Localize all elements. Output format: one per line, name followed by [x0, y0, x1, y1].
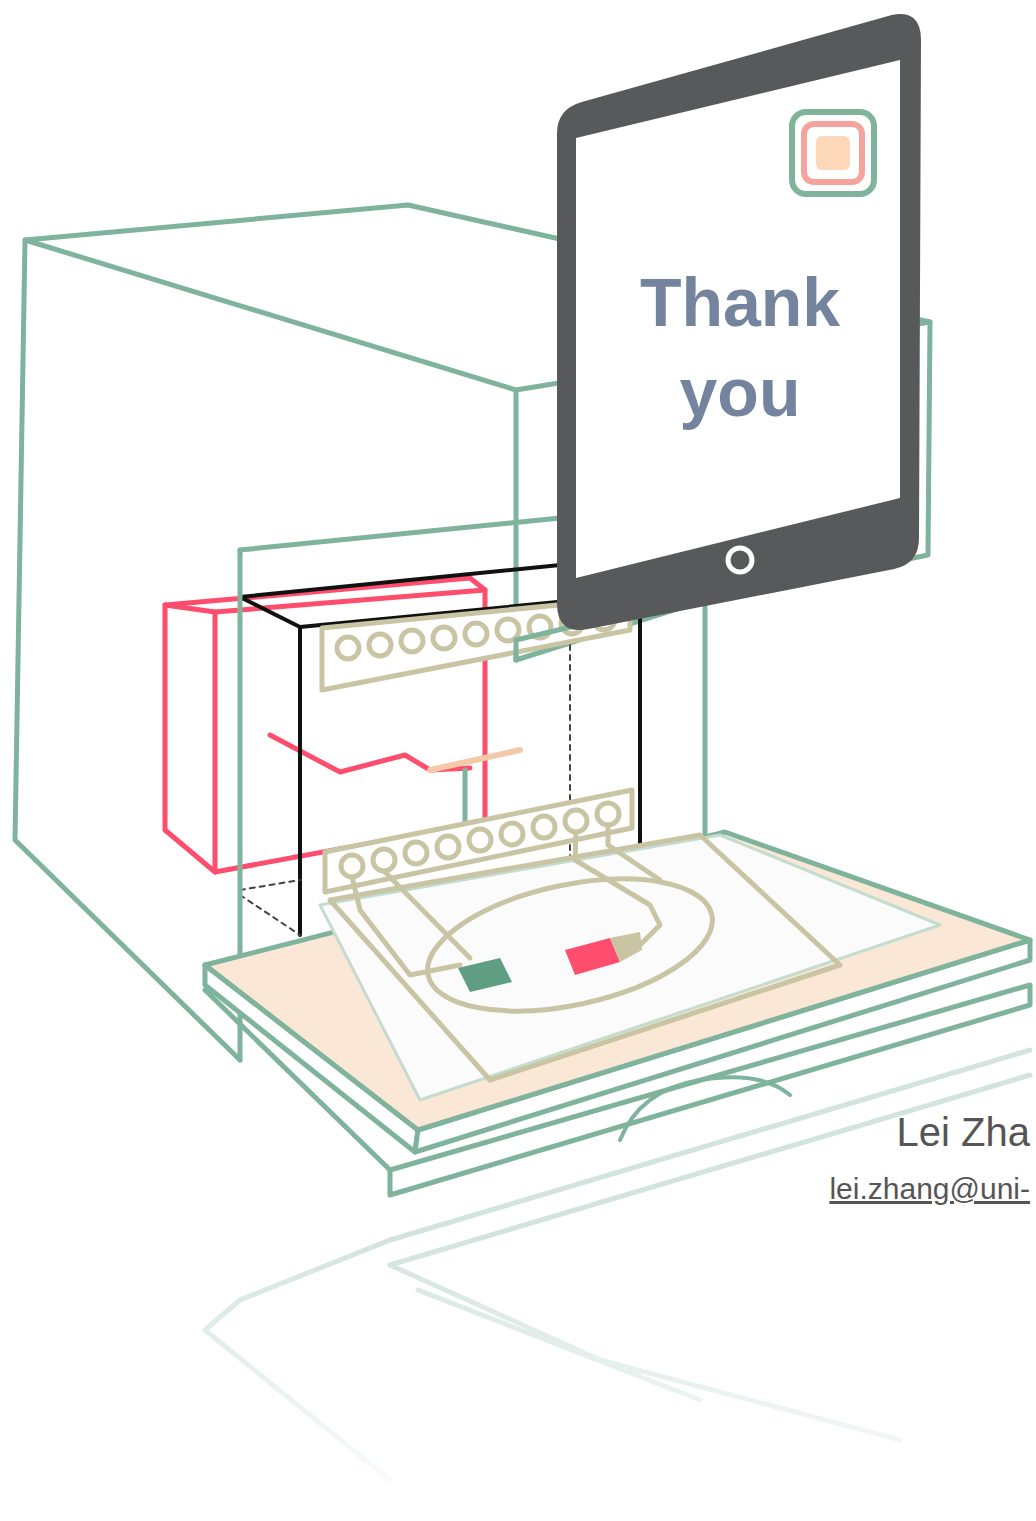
- drawing-part: [533, 816, 555, 838]
- drawing-part: [390, 1050, 1030, 1240]
- drawing-part: [15, 240, 240, 1060]
- drawing-part: [369, 634, 391, 656]
- drawing-part: [416, 856, 725, 1034]
- drawing-part: [240, 895, 300, 935]
- drawing-part: [469, 829, 491, 851]
- drawing-part: [341, 855, 363, 877]
- author-name: Lei Zha: [897, 1110, 1030, 1155]
- drawing-part: [703, 600, 708, 835]
- drawing-part: [558, 15, 920, 629]
- drawing-part: [401, 630, 423, 652]
- drawing-part: [165, 605, 215, 872]
- screen-text: Thank you: [630, 258, 850, 438]
- drawing-part: [240, 518, 560, 550]
- drawing-part: [337, 637, 359, 659]
- drawing-part: [501, 823, 523, 845]
- drawing-part: [792, 112, 874, 194]
- drawing-part: [437, 836, 459, 858]
- sensor-pad: [565, 938, 620, 975]
- drawing-part: [576, 60, 900, 578]
- author-email: lei.zhang@uni-: [829, 1172, 1030, 1206]
- pin-header: [322, 598, 632, 892]
- sensor-pad: [610, 932, 642, 962]
- drawing-part: [804, 124, 862, 182]
- drawing-part: [298, 627, 302, 935]
- drawing-part: [215, 590, 485, 612]
- drawing-part: [465, 623, 487, 645]
- drawing-part: [816, 136, 850, 170]
- drawing-part: [240, 597, 300, 627]
- drawing-part: [565, 810, 587, 832]
- sensor-pad: [458, 958, 512, 992]
- drawing-part: [405, 842, 427, 864]
- reflection-fade: [0, 1235, 1036, 1521]
- tablet: Thank you: [552, 8, 924, 633]
- drawing-part: [597, 803, 619, 825]
- drawing-part: [373, 849, 395, 871]
- drawing-part: [384, 871, 470, 958]
- drawing-part: [330, 835, 840, 1080]
- circuit-trace: [330, 825, 840, 1080]
- drawing-part: [320, 835, 940, 1100]
- base-plate: [205, 832, 1030, 1195]
- wire: [430, 750, 520, 770]
- drawing-part: [608, 825, 660, 880]
- drawing-part: [728, 548, 752, 572]
- drawing-part: [433, 627, 455, 649]
- drawing-part: [240, 880, 300, 890]
